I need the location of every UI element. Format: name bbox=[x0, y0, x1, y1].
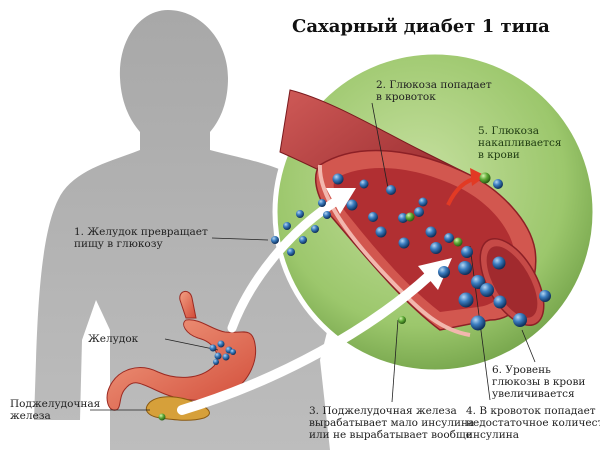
arrow-glucose-out bbox=[446, 168, 486, 206]
insulin-molecule bbox=[405, 212, 415, 222]
glucose-molecule bbox=[332, 173, 344, 185]
glucose-molecule bbox=[458, 292, 474, 308]
glucose-molecule bbox=[213, 359, 219, 365]
label-step5: 5. Глюкоза накапливается в крови bbox=[478, 125, 562, 161]
glucose-molecule bbox=[513, 313, 527, 327]
glucose-molecules bbox=[209, 173, 551, 365]
glucose-molecule bbox=[492, 256, 506, 270]
label-step1: 1. Желудок превращает пищу в глюкозу bbox=[74, 226, 208, 250]
glucose-molecule bbox=[398, 237, 410, 249]
insulin-molecule bbox=[398, 316, 406, 324]
arrow-pancreas-to-vessel bbox=[177, 258, 452, 415]
label-step2: 2. Глюкоза попадает в кровоток bbox=[376, 79, 492, 103]
glucose-molecule bbox=[368, 212, 378, 222]
label-step6: 6. Уровень глюкозы в крови увеличивается bbox=[492, 364, 586, 400]
glucose-molecule bbox=[222, 353, 230, 361]
glucose-molecule bbox=[425, 226, 437, 238]
glucose-molecule bbox=[458, 261, 472, 275]
glucose-molecule bbox=[214, 352, 222, 360]
body-silhouette bbox=[34, 10, 340, 450]
glucose-molecule bbox=[493, 179, 503, 189]
glucose-molecule bbox=[299, 236, 307, 244]
glucose-molecule bbox=[217, 340, 225, 348]
glucose-molecule bbox=[359, 179, 369, 189]
glucose-molecule bbox=[386, 185, 396, 195]
glucose-molecule bbox=[418, 197, 428, 207]
arrow-stomach-to-vessel bbox=[227, 188, 356, 333]
glucose-molecule bbox=[318, 199, 326, 207]
insulin-molecule bbox=[453, 237, 463, 247]
glucose-molecule bbox=[271, 236, 279, 244]
glucose-molecule bbox=[430, 242, 442, 254]
label-pancreas: Поджелудочная железа bbox=[10, 398, 101, 422]
glucose-molecule bbox=[375, 226, 387, 238]
label-step3: 3. Поджелудочная железа вырабатывает мал… bbox=[309, 405, 475, 441]
insulin-molecule bbox=[479, 172, 491, 184]
glucose-molecule bbox=[209, 344, 217, 352]
glucose-molecule bbox=[438, 266, 450, 278]
diagram-title: Сахарный диабет 1 типа bbox=[292, 16, 550, 37]
glucose-molecule bbox=[283, 222, 291, 230]
glucose-molecule bbox=[287, 248, 295, 256]
glucose-molecule bbox=[470, 315, 486, 331]
label-stomach: Желудок bbox=[88, 333, 139, 345]
glucose-molecule bbox=[471, 275, 485, 289]
glucose-molecule bbox=[444, 233, 454, 243]
glucose-molecule bbox=[414, 207, 424, 217]
glucose-molecule bbox=[346, 199, 358, 211]
glucose-molecule bbox=[398, 213, 408, 223]
insulin-molecule bbox=[158, 413, 166, 421]
glucose-molecule bbox=[323, 211, 331, 219]
glucose-molecule bbox=[539, 290, 551, 302]
glucose-molecule bbox=[296, 210, 304, 218]
glucose-molecule bbox=[493, 295, 507, 309]
label-step4: 4. В кровоток попадает недостаточное кол… bbox=[466, 405, 600, 441]
glucose-molecule bbox=[461, 246, 473, 258]
insulin-molecules bbox=[158, 172, 491, 421]
glucose-molecule bbox=[480, 283, 494, 297]
glucose-molecule bbox=[230, 349, 236, 355]
glucose-molecule bbox=[311, 225, 319, 233]
